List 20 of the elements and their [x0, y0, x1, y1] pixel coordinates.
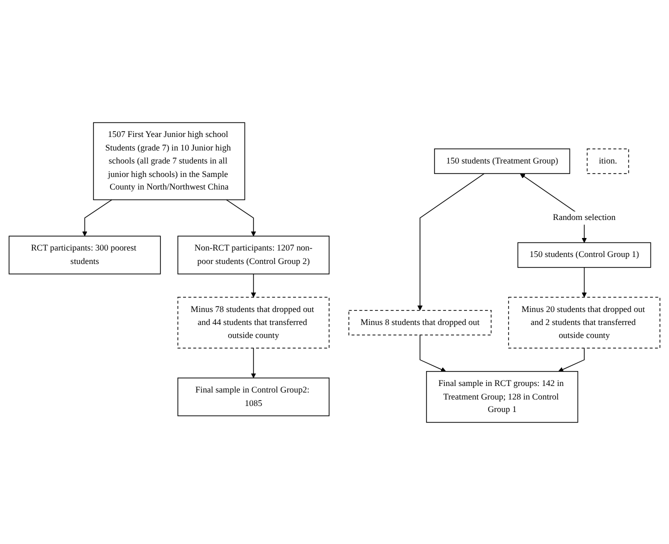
arrow [420, 334, 446, 372]
node-box: Minus 20 students that dropped out and 2 students that transferred outside county [508, 296, 660, 348]
arrow [250, 273, 256, 297]
node-box: 150 students (Treatment Group) [434, 148, 570, 174]
node-box: Final sample in RCT groups: 142 in Treatment Group; 128 in Control Group 1 [426, 370, 578, 422]
arrow [582, 266, 587, 297]
arrow [558, 347, 585, 372]
node-box: Minus 8 students that dropped out [348, 309, 492, 335]
node-box: Minus 78 students that dropped out and 44 students that transferred outside county [177, 296, 330, 348]
node-box: RCT participants: 300 poorest students [8, 235, 161, 274]
arrow [417, 172, 485, 310]
node-box: 1507 First Year Junior high school Students (grade 7) in 10 Junior high schools (all grade 7 students in all junior high schools) in the Sample County in North/Northwest China [93, 122, 246, 200]
arrow [250, 347, 256, 378]
arrow [82, 198, 112, 236]
node-box: Final sample in Control Group2: 1085 [177, 377, 330, 416]
node-box: Non-RCT participants: 1207 non-poor students (Control Group 2) [177, 235, 330, 274]
node-box: ition. [586, 148, 630, 174]
arrow [226, 198, 256, 236]
node-box: 150 students (Control Group 1) [517, 242, 652, 268]
edge-label: Random selection [552, 212, 616, 222]
